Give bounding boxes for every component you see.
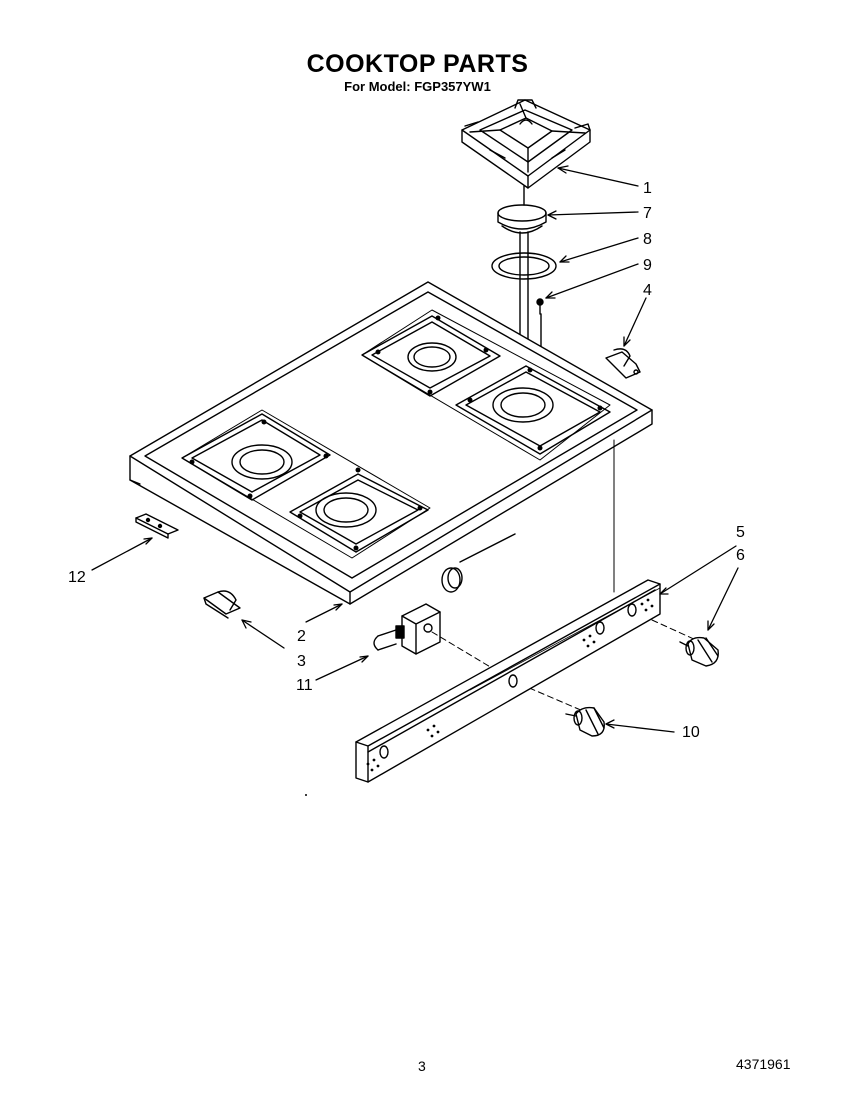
callout-4: 4 (643, 282, 652, 299)
callout-10: 10 (682, 724, 700, 741)
document-number: 4371961 (736, 1056, 791, 1072)
callout-2: 2 (297, 628, 306, 645)
callout-11: 11 (296, 677, 313, 694)
grommet-drawing (441, 567, 463, 593)
leader-lines (91, 165, 739, 733)
callout-3: 3 (297, 653, 306, 670)
screw-drawing (536, 298, 544, 315)
callout-1: 1 (643, 180, 652, 197)
control-panel-drawing (355, 579, 661, 783)
explode-lines (431, 619, 697, 715)
page-title: COOKTOP PARTS (306, 50, 529, 78)
callout-5: 5 (736, 524, 745, 541)
control-knob-drawing (565, 706, 605, 737)
page-number: 3 (418, 1058, 426, 1074)
callout-6: 6 (736, 547, 745, 564)
burner-ring-drawing (491, 252, 557, 280)
cooktop-drawing (129, 281, 653, 605)
burner-cap-drawing (497, 204, 547, 234)
callout-8: 8 (643, 231, 652, 248)
bracket-right-drawing (605, 348, 641, 379)
model-subtitle: For Model: FGP357YW1 (344, 79, 491, 94)
bracket-left-drawing (203, 590, 241, 619)
burner-grate-drawing (461, 99, 591, 189)
callout-12: 12 (68, 569, 86, 586)
callout-7: 7 (643, 205, 652, 222)
ignition-switch-drawing (373, 603, 441, 655)
control-knob-right-drawing (679, 636, 719, 667)
bracket-small-drawing (135, 513, 179, 539)
callout-9: 9 (643, 257, 652, 274)
